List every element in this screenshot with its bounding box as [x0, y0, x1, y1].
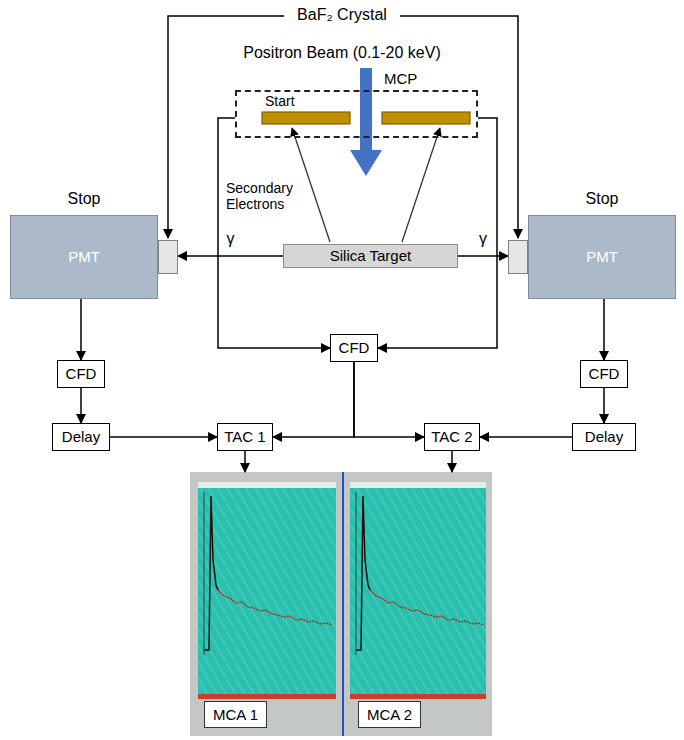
connector-arrow — [603, 388, 605, 423]
node-text: PMT — [68, 248, 100, 265]
node-text: Delay — [585, 428, 623, 445]
edge-label: γ — [477, 230, 489, 248]
diagram-label: Secondary Electrons — [226, 180, 318, 212]
beam-arrow — [350, 68, 382, 176]
diagram-label: MCP — [384, 70, 417, 87]
connector-arrow — [178, 255, 283, 257]
connector-arrow — [354, 362, 424, 437]
node-text: MCA 2 — [358, 701, 421, 728]
pmt-body: PMT — [528, 215, 676, 299]
baf2-crystal — [158, 240, 178, 274]
pmt-body: PMT — [10, 215, 158, 299]
mcp-plate — [382, 112, 470, 124]
node-text: Silica Target — [330, 247, 411, 264]
diagram-label: Positron Beam (0.1-20 keV) — [243, 44, 440, 62]
mca-screen-photo — [190, 472, 492, 736]
connector-arrow — [451, 451, 453, 472]
connector-arrow — [80, 388, 82, 423]
node-text: Start — [265, 93, 476, 109]
electronics-module: TAC 2 — [424, 423, 480, 451]
diagram-label: Stop — [586, 190, 619, 208]
electronics-module: CFD — [57, 360, 105, 388]
mcp-plate — [262, 112, 350, 124]
node-text: CFD — [339, 339, 370, 356]
pmt-detector: PMT — [508, 215, 676, 299]
mca-screen: MCA 2 — [344, 472, 492, 736]
node-text: CFD — [66, 365, 97, 382]
mcp-detector-box: Start — [235, 90, 478, 138]
connector-arrow — [480, 436, 572, 438]
diagram-label: BaF₂ Crystal — [297, 6, 387, 24]
node-text: MCA 1 — [204, 701, 267, 728]
electronics-module: CFD — [580, 360, 628, 388]
electronics-module: Delay — [572, 423, 636, 451]
node-text: TAC 1 — [224, 428, 265, 445]
connector-arrow — [110, 436, 217, 438]
node-text: Delay — [62, 428, 100, 445]
connector-arrow — [80, 299, 82, 360]
pmt-detector: PMT — [10, 215, 178, 299]
target-box: Silica Target — [283, 244, 458, 268]
node-text: CFD — [589, 365, 620, 382]
connector-arrow — [458, 255, 508, 257]
electronics-module: Delay — [52, 423, 110, 451]
connector-arrow — [218, 118, 330, 348]
baf2-crystal — [508, 240, 528, 274]
electron-arrow — [292, 128, 330, 242]
mca-screen: MCA 1 — [190, 472, 342, 736]
electronics-module: TAC 1 — [217, 423, 273, 451]
connector-arrow — [273, 362, 354, 437]
connector-arrow — [378, 118, 497, 348]
node-text: TAC 2 — [431, 428, 472, 445]
diagram-label: Stop — [68, 190, 101, 208]
electronics-module: CFD — [330, 334, 378, 362]
electron-arrow — [402, 128, 440, 242]
connector-arrow — [244, 451, 246, 472]
edge-label: γ — [225, 230, 237, 248]
node-text: PMT — [586, 248, 618, 265]
connector-arrow — [603, 299, 605, 360]
